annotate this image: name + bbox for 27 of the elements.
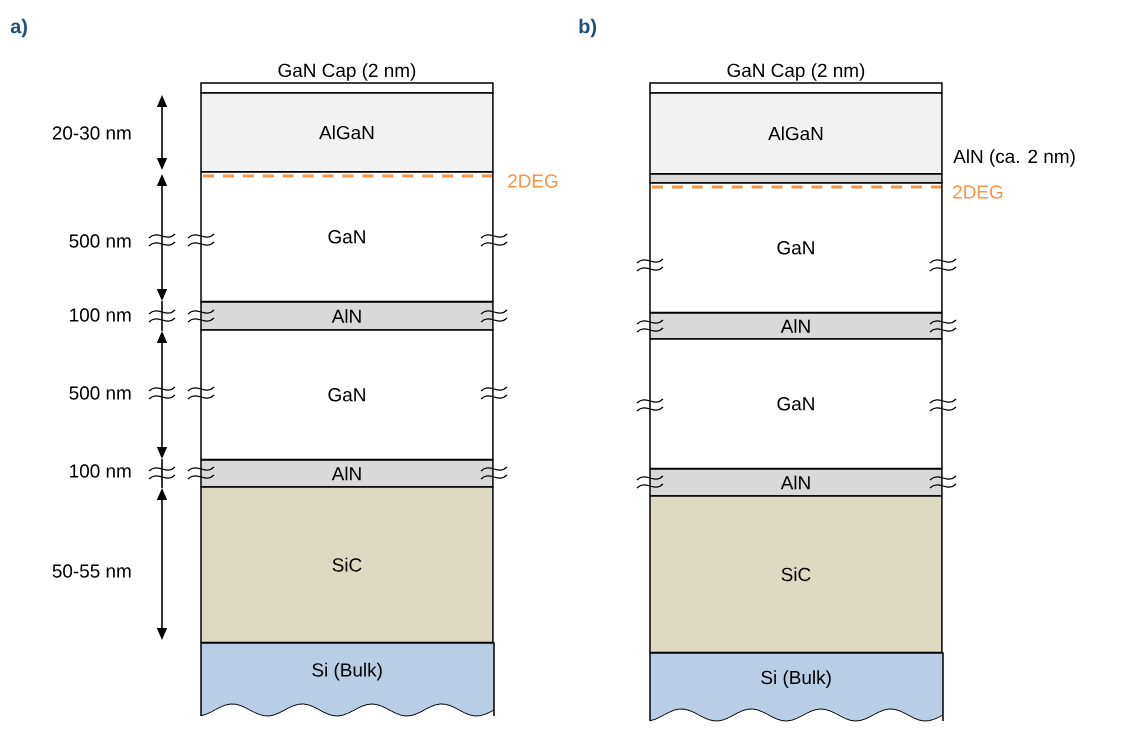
layer-box: GaN bbox=[200, 171, 494, 303]
node-label: GaN Cap (2 nm) bbox=[278, 63, 416, 81]
layer-box: SiC bbox=[200, 486, 494, 644]
layer-box: SiC bbox=[649, 495, 943, 654]
dimension-label: 500 nm bbox=[69, 234, 131, 248]
substrate-layer: Si (Bulk) bbox=[200, 642, 495, 717]
layer-box: GaN bbox=[649, 338, 943, 470]
layer-box: AlN bbox=[649, 468, 943, 497]
node-label: GaN Cap (2 nm) bbox=[727, 63, 865, 81]
layer-box: AlGaN bbox=[649, 92, 943, 175]
dimension-label: 20-30 nm bbox=[52, 126, 131, 140]
layer-box: AlN bbox=[200, 301, 494, 331]
layer-box: AlN bbox=[200, 459, 494, 488]
layer-box: GaN bbox=[649, 182, 943, 314]
substrate-layer: Si (Bulk) bbox=[649, 652, 944, 722]
dimension-label: 50-55 nm bbox=[52, 564, 131, 578]
layer-box: AlN bbox=[649, 312, 943, 340]
layer-label: 2DEG bbox=[953, 185, 1003, 199]
dimension-label: 100 nm bbox=[70, 464, 131, 478]
panel-label: b) bbox=[579, 18, 596, 38]
panel-label: a) bbox=[10, 18, 27, 38]
layer-label: 2DEG bbox=[508, 174, 558, 188]
node-label: AlN (ca. 2 nm) bbox=[953, 149, 1075, 167]
layer-box: AlGaN bbox=[200, 92, 494, 173]
dimension-label: 100 nm bbox=[70, 308, 131, 322]
layer-box: GaN bbox=[200, 329, 494, 461]
dimension-label: 500 nm bbox=[69, 386, 131, 400]
